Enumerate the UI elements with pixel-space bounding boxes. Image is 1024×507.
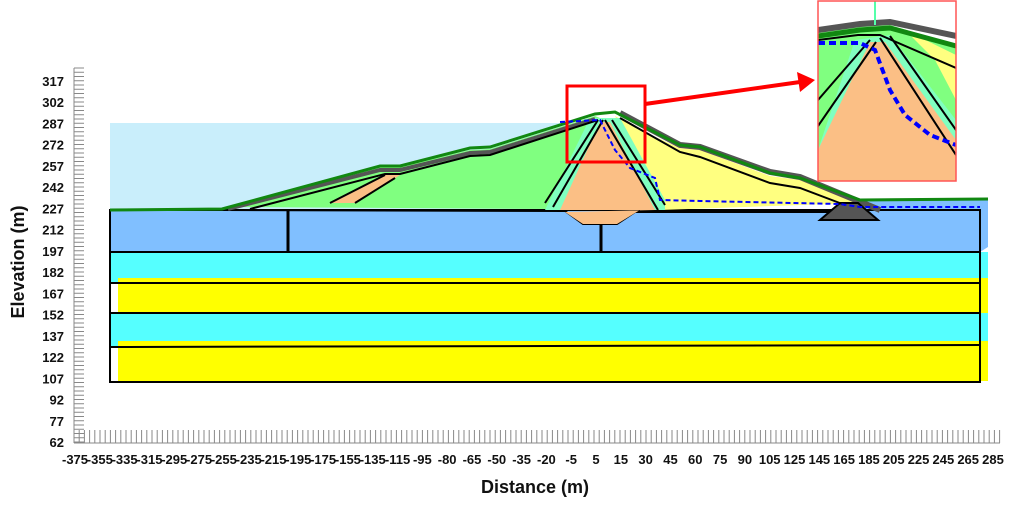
x-tick-label: 90 [738,452,752,467]
x-tick-label: -195 [285,452,311,467]
y-axis: 317 302 287 272 257 242 227 212 197 182 167 152 137 1… [42,67,84,450]
x-tick-label: -355 [87,452,113,467]
x-tick-label: -275 [186,452,212,467]
x-tick-label: 105 [759,452,781,467]
foundation [109,199,988,383]
y-tick-label: 122 [42,350,64,365]
x-tick-label: 125 [784,452,806,467]
x-tick-label: -255 [211,452,237,467]
y-tick-label: 167 [42,286,64,301]
y-tick-label: 137 [42,329,64,344]
y-tick-label: 182 [42,265,64,280]
x-tick-label: -335 [112,452,138,467]
x-tick-label: -295 [161,452,187,467]
zoom-arrow [644,80,801,106]
x-tick-label: -80 [438,452,457,467]
y-tick-label: 272 [42,138,64,153]
x-axis-label: Distance (m) [481,477,589,497]
upstream-berm [330,175,400,203]
y-tick-label: 197 [42,244,64,259]
y-tick-label: 257 [42,159,64,174]
clay-core [560,122,655,224]
zoom-inset [817,0,957,182]
y-tick-label: 152 [42,308,64,323]
x-tick-label: 75 [713,452,727,467]
y-tick-label: 242 [42,180,64,195]
x-tick-label: 285 [982,452,1004,467]
y-tick-label: 212 [42,223,64,238]
y-tick-label: 227 [42,201,64,216]
crest-surface [109,110,989,212]
x-tick-label: -5 [565,452,577,467]
x-tick-label: -155 [335,452,361,467]
foundation-layer-2 [110,252,988,283]
x-tick-label: -315 [136,452,162,467]
x-axis: -375-355-335-315-295-275-255-235-215-195… [62,430,1004,467]
zoom-arrow-head [797,72,815,92]
x-tick-label: -95 [413,452,432,467]
x-tick-label: 60 [688,452,702,467]
upstream-slope-protection [227,117,596,211]
x-tick-label: -135 [360,452,386,467]
foundation-layer-5 [118,341,988,381]
y-tick-label: 287 [42,116,64,131]
dam-embankment [109,110,989,224]
x-tick-label: 5 [592,452,599,467]
x-tick-label: 225 [908,452,930,467]
x-tick-label: -20 [537,452,556,467]
x-tick-label: -175 [310,452,336,467]
y-tick-label: 62 [50,435,64,450]
zoom-region-box [565,84,647,164]
x-tick-label: -50 [487,452,506,467]
x-tick-label: 185 [858,452,880,467]
y-tick-label: 302 [42,95,64,110]
x-tick-label: -235 [236,452,262,467]
downstream-shell [615,116,860,210]
y-tick-label: 92 [50,393,64,408]
toe-drain [820,203,878,220]
foundation-layer-4 [110,313,988,346]
x-tick-label: 205 [883,452,905,467]
y-tick-label: 317 [42,74,64,89]
x-tick-label: 15 [614,452,628,467]
x-tick-label: -215 [260,452,286,467]
x-tick-label: 30 [638,452,652,467]
x-tick-label: -65 [463,452,482,467]
y-tick-label: 107 [42,371,64,386]
x-tick-label: -35 [512,452,531,467]
x-tick-label: 265 [957,452,979,467]
phreatic-line [559,118,980,208]
x-tick-label: 45 [663,452,677,467]
x-tick-label: -375 [62,452,88,467]
y-tick-label: 77 [50,414,64,429]
y-axis-label: Elevation (m) [8,205,28,318]
x-tick-label: 245 [933,452,955,467]
x-tick-label: -115 [385,452,410,467]
x-tick-label: 145 [808,452,830,467]
x-tick-label: 165 [833,452,855,467]
upstream-shell [240,116,600,209]
